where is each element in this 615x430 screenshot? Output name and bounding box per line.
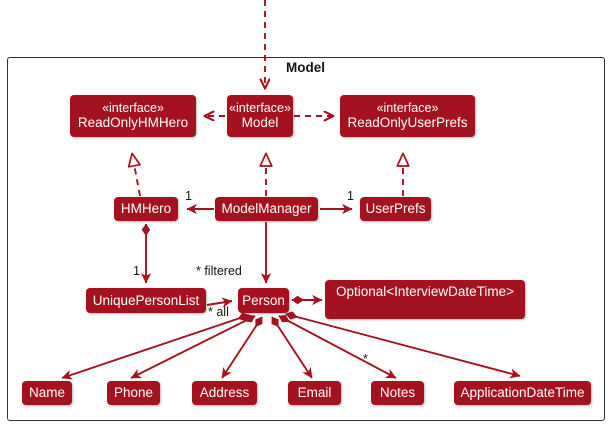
class-box-address[interactable]: Address	[192, 381, 257, 405]
class-box-email[interactable]: Email	[288, 381, 341, 405]
frame-title: Model	[286, 60, 325, 75]
class-name-label: ReadOnlyUserPrefs	[347, 115, 468, 131]
class-box-person[interactable]: Person	[238, 288, 289, 313]
class-name-label: ModelManager	[221, 201, 312, 217]
class-name-label: Optional<InterviewDateTime>	[335, 284, 515, 299]
multiplicity-hmhero-modelmanager: 1	[185, 189, 192, 203]
class-box-application-date-time[interactable]: ApplicationDateTime	[454, 381, 591, 405]
stereotype-label: «interface»	[376, 101, 439, 116]
class-box-model-interface[interactable]: «interface» Model	[227, 95, 293, 137]
class-box-hm-hero[interactable]: HMHero	[114, 197, 178, 221]
class-name-label: UserPrefs	[365, 201, 426, 217]
multiplicity-modelmanager-userprefs: 1	[347, 189, 354, 203]
class-box-read-only-user-prefs[interactable]: «interface» ReadOnlyUserPrefs	[340, 95, 475, 137]
class-box-phone[interactable]: Phone	[107, 381, 160, 405]
class-name-label: ReadOnlyHMHero	[77, 115, 189, 131]
multiplicity-modelmanager-person: * filtered	[196, 264, 242, 278]
class-name-label: Address	[199, 385, 250, 401]
class-name-label: Name	[28, 385, 65, 401]
class-name-label: ApplicationDateTime	[460, 385, 585, 401]
stereotype-label: «interface»	[102, 101, 164, 116]
class-name-label: UniquePersonList	[92, 292, 200, 308]
edge-person-to-address	[221, 316, 263, 379]
multiplicity-uniquepersonlist-person: * all	[208, 305, 229, 319]
class-box-read-only-hm-hero[interactable]: «interface» ReadOnlyHMHero	[70, 95, 196, 137]
model-frame	[7, 57, 605, 421]
class-box-user-prefs[interactable]: UserPrefs	[360, 197, 431, 221]
class-name-label: HMHero	[120, 201, 172, 217]
class-box-model-manager[interactable]: ModelManager	[215, 197, 318, 221]
class-name-label: Person	[242, 292, 285, 308]
stereotype-label: «interface»	[229, 101, 291, 116]
class-box-notes[interactable]: Notes	[371, 381, 424, 405]
edge-hmhero-realizes-readonlyhmhero	[127, 152, 141, 197]
class-box-unique-person-list[interactable]: UniquePersonList	[86, 288, 206, 313]
edge-person-to-applicationdatetime	[285, 311, 521, 379]
class-box-name[interactable]: Name	[22, 381, 72, 405]
class-name-label: Model	[241, 115, 279, 131]
multiplicity-person-notes: *	[363, 352, 368, 366]
class-name-label: Notes	[379, 385, 416, 401]
class-box-optional-interview-date-time[interactable]: Optional<InterviewDateTime>	[325, 280, 525, 319]
edge-uniquepersonlist-to-person	[206, 297, 233, 308]
class-name-label: Phone	[113, 385, 154, 401]
multiplicity-hmhero-uniquepersonlist: 1	[133, 264, 140, 278]
class-name-label: Email	[297, 385, 332, 401]
